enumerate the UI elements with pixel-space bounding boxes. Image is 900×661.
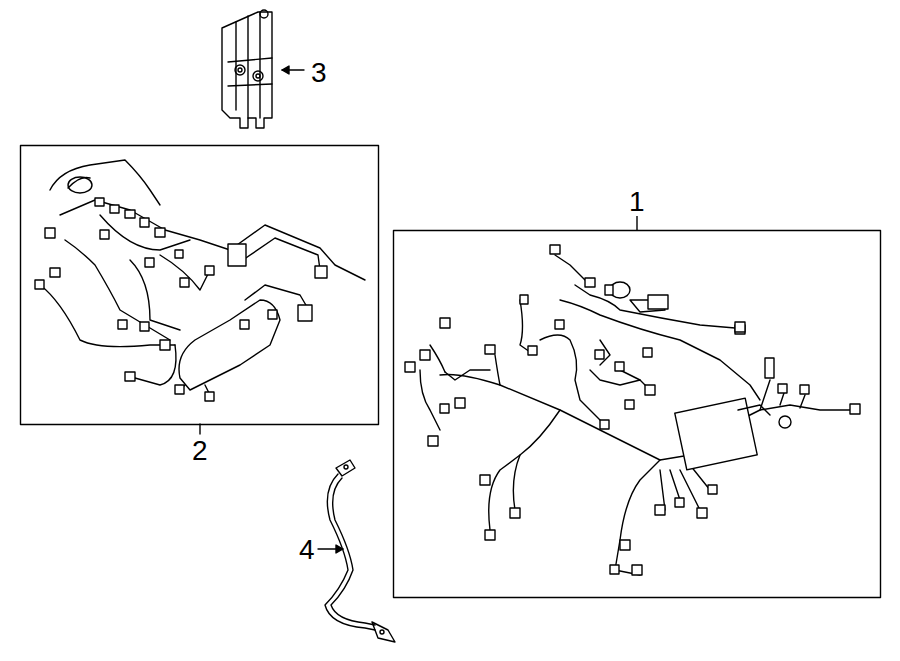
callout-number: 1: [628, 188, 646, 216]
leader-line: [199, 424, 200, 434]
callout-number: 4: [298, 536, 316, 564]
callout-number: 3: [310, 59, 328, 87]
wiring-harness-2: [35, 160, 365, 401]
leader-line: [636, 215, 637, 230]
ground-cable: [318, 460, 395, 642]
callout-number: 2: [191, 437, 209, 465]
relay-bracket: [222, 10, 304, 128]
wiring-harness-1: [405, 245, 860, 575]
part-frame: [21, 146, 379, 425]
part-frame: [394, 231, 881, 598]
